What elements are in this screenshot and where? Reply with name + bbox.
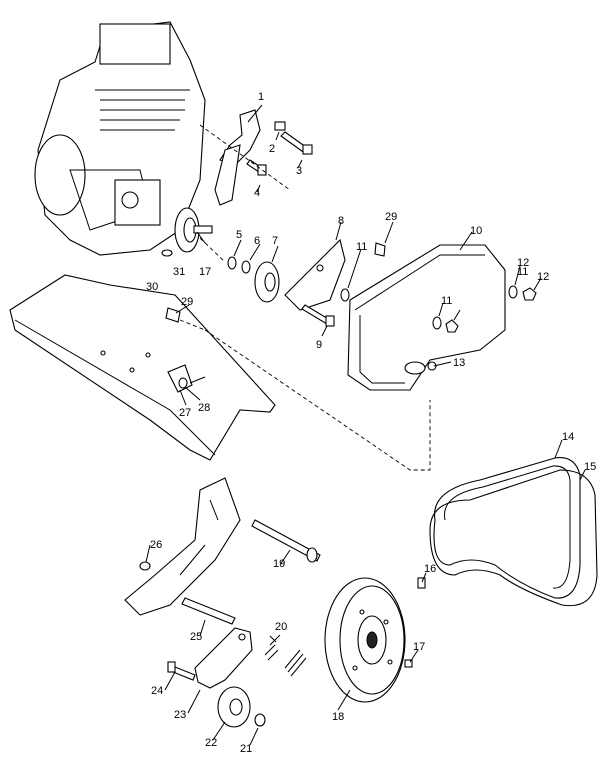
label-31: 31 <box>173 266 185 278</box>
label-28: 28 <box>198 402 210 414</box>
label-7: 7 <box>272 235 278 247</box>
label-12-b: 12 <box>537 271 549 283</box>
pulley-22 <box>217 686 251 728</box>
label-3: 3 <box>296 165 302 177</box>
label-8: 8 <box>338 215 344 227</box>
alignment-line-c <box>199 237 226 263</box>
label-20: 20 <box>275 621 287 633</box>
bracket-8 <box>284 238 346 311</box>
label-17-b: 17 <box>413 641 425 653</box>
belt-14 <box>433 457 581 599</box>
shaft-19 <box>251 519 321 563</box>
label-14: 14 <box>562 431 574 443</box>
alignment-line-a <box>199 124 291 191</box>
label-4: 4 <box>254 187 260 199</box>
large-pulley-18 <box>324 577 406 703</box>
label-1: 1 <box>258 91 264 103</box>
label-11-a: 11 <box>356 241 367 253</box>
washer-11 <box>340 288 350 302</box>
bolt-4 <box>246 159 267 176</box>
label-15: 15 <box>584 461 596 473</box>
clip-29-frame <box>165 307 181 323</box>
frame-plate <box>9 274 276 461</box>
label-10: 10 <box>470 225 482 237</box>
bolt-24 <box>167 661 196 681</box>
nut-2 <box>274 121 286 131</box>
engine-pulley <box>174 207 213 253</box>
axle-25 <box>181 597 236 625</box>
label-30: 30 <box>146 281 158 293</box>
label-9: 9 <box>316 339 322 351</box>
plate-27-28 <box>167 364 193 393</box>
label-5: 5 <box>236 229 242 241</box>
label-26: 26 <box>150 539 162 551</box>
washer-nut-11-12-cover <box>432 316 459 333</box>
label-17-a: 17 <box>199 266 211 278</box>
transmission-bracket <box>124 477 241 616</box>
washers-5-6 <box>227 256 251 274</box>
spring-20 <box>264 635 307 677</box>
label-29-a: 29 <box>181 296 193 308</box>
bolt-9 <box>301 304 335 327</box>
washer-26 <box>139 561 151 571</box>
bracket-1 <box>214 109 261 206</box>
bolt-3 <box>280 131 313 155</box>
label-6: 6 <box>254 235 260 247</box>
belt-cover-10 <box>347 244 506 391</box>
clip-29-top <box>374 242 386 257</box>
leader-lines <box>145 104 586 746</box>
label-11-c: 11 <box>441 295 452 307</box>
label-13: 13 <box>453 357 465 369</box>
nut-21 <box>254 713 266 727</box>
alignment-line-b <box>204 329 431 471</box>
idler-arm-23 <box>194 627 253 689</box>
label-23: 23 <box>174 709 186 721</box>
label-21: 21 <box>240 743 252 755</box>
label-11-b: 11 <box>517 266 528 278</box>
washer-nut-11-12-right <box>508 285 537 301</box>
label-2: 2 <box>269 143 275 155</box>
belt-15 <box>429 469 598 607</box>
label-29-b: 29 <box>385 211 397 223</box>
label-16: 16 <box>424 563 436 575</box>
label-24: 24 <box>151 685 163 697</box>
label-27: 27 <box>179 407 191 419</box>
label-22: 22 <box>205 737 217 749</box>
alignment-line-d <box>179 319 206 331</box>
label-19: 19 <box>273 558 285 570</box>
screw-30 <box>161 249 173 257</box>
engine <box>34 21 206 256</box>
label-18: 18 <box>332 711 344 723</box>
bolt-17-lower <box>404 659 413 668</box>
idler-pulley-7 <box>254 261 280 303</box>
label-12-a: 12 <box>517 257 529 269</box>
key-16 <box>417 577 426 589</box>
label-25: 25 <box>190 631 202 643</box>
